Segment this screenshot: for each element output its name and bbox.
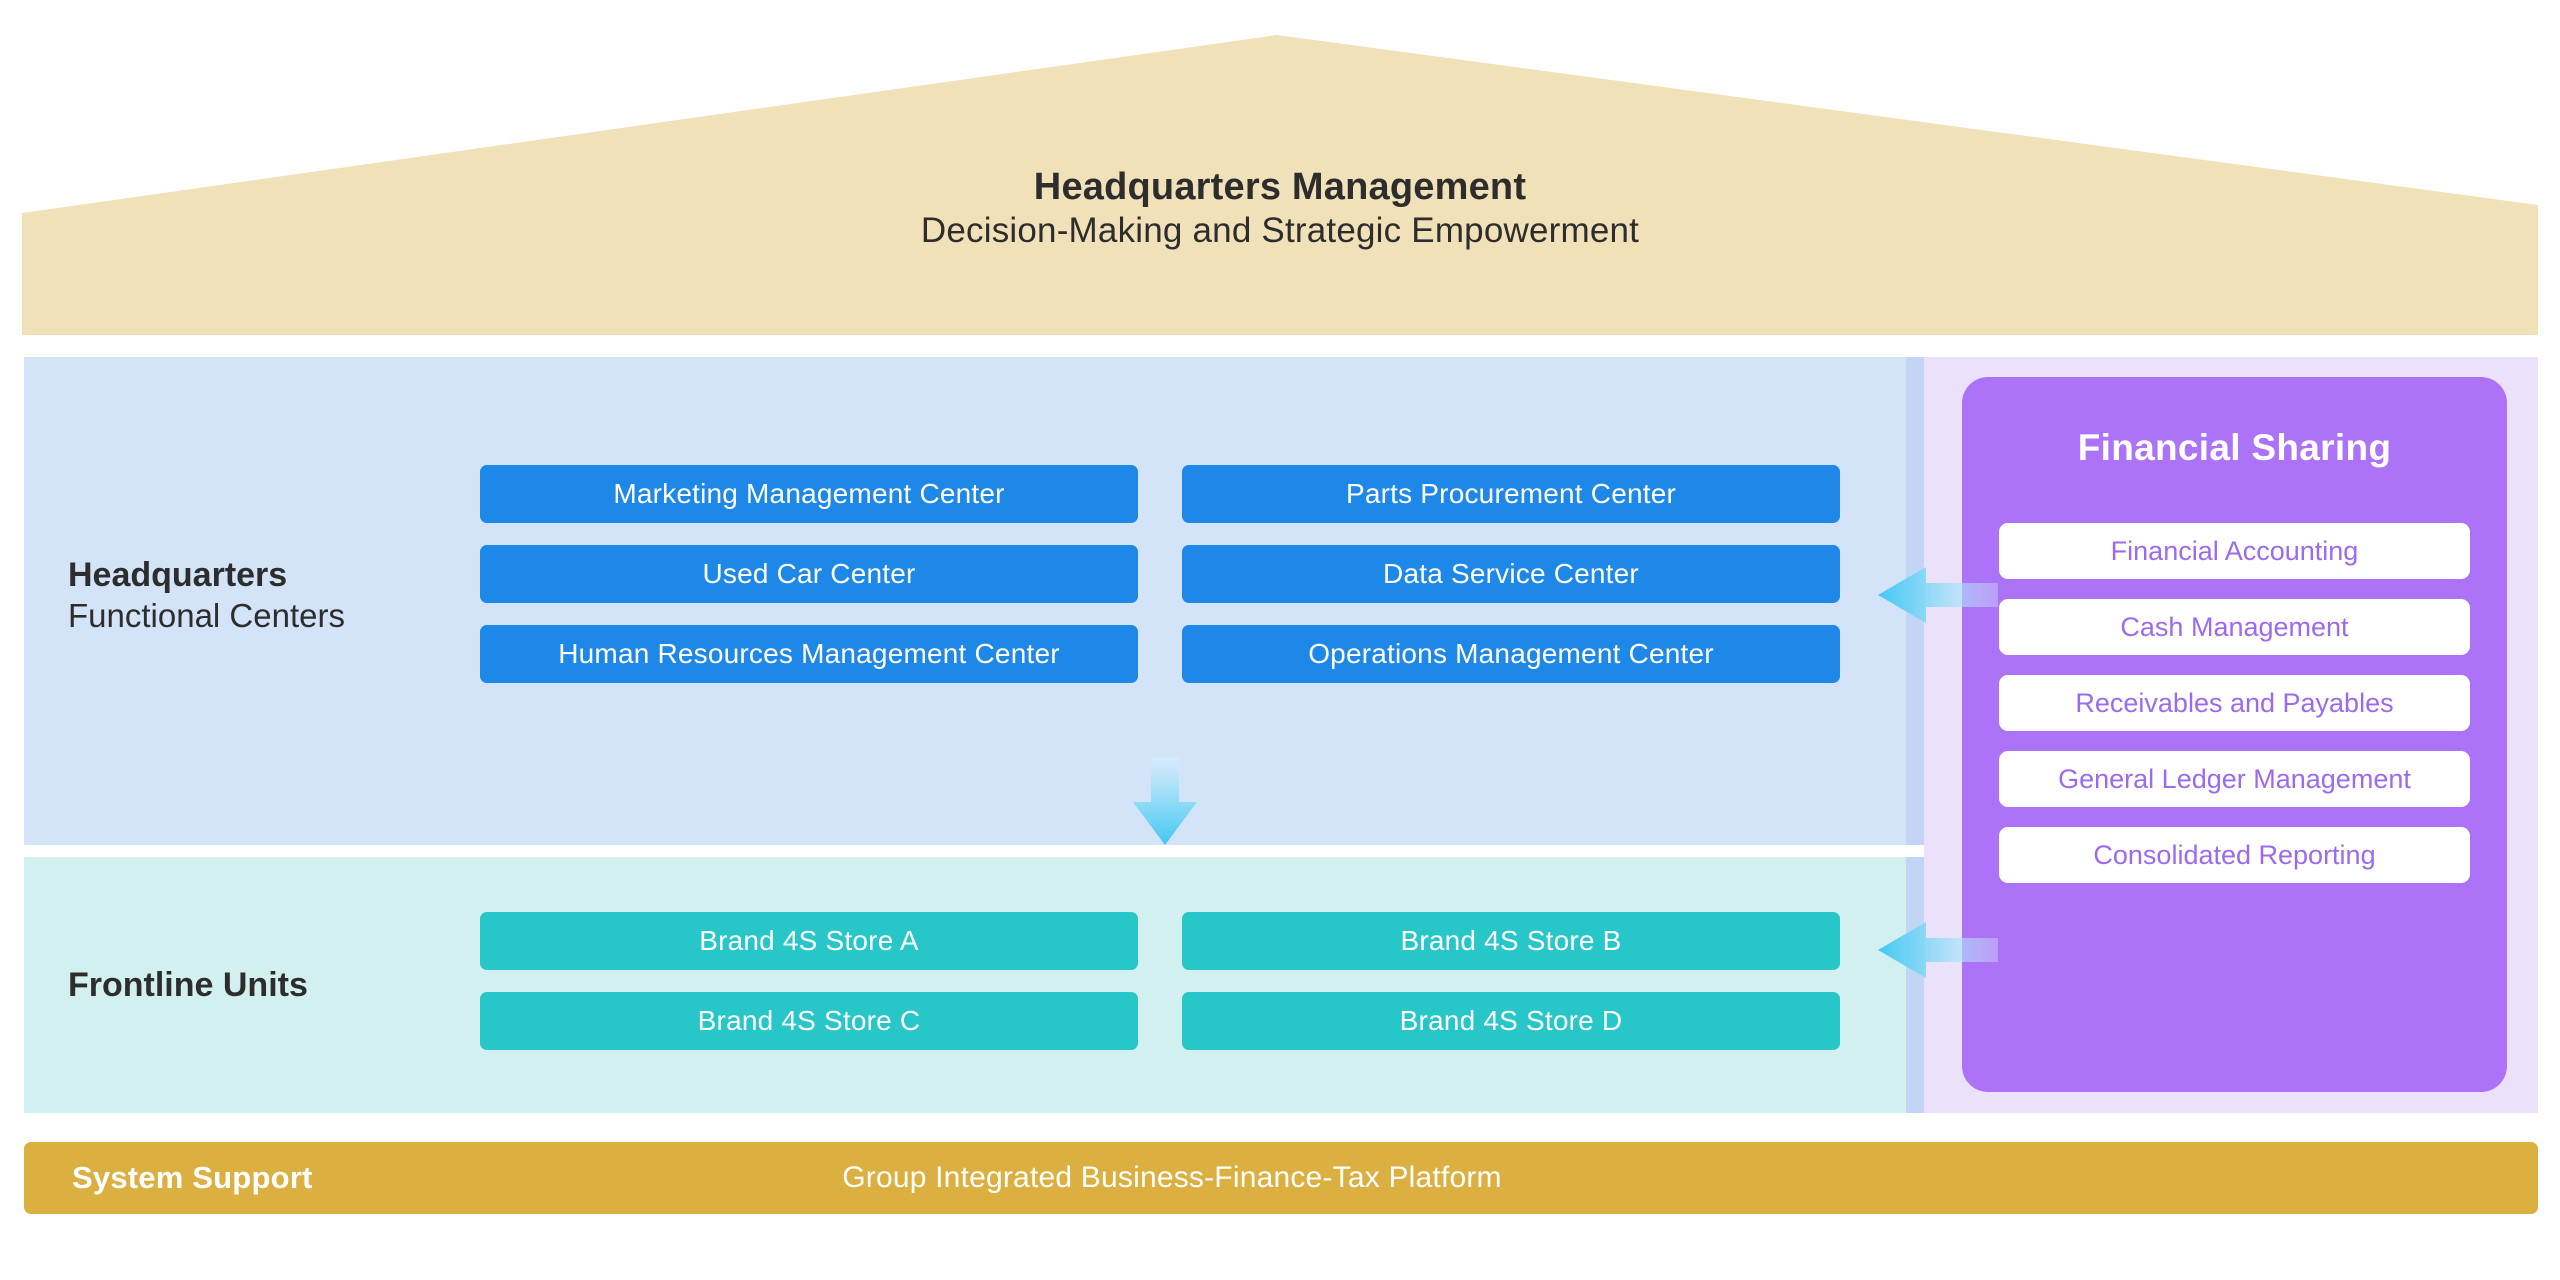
frontline-panel (24, 857, 1920, 1113)
fin-item-consolidated-reporting[interactable]: Consolidated Reporting (1999, 827, 2470, 883)
frontline-store-c[interactable]: Brand 4S Store C (480, 992, 1138, 1050)
headquarters-label-line2: Functional Centers (68, 597, 345, 635)
hq-center-used-car[interactable]: Used Car Center (480, 545, 1138, 603)
frontline-store-grid: Brand 4S Store A Brand 4S Store B Brand … (480, 912, 1840, 1050)
financial-sharing-list: Financial Accounting Cash Management Rec… (1999, 523, 2470, 883)
fin-item-financial-accounting[interactable]: Financial Accounting (1999, 523, 2470, 579)
frontline-store-d[interactable]: Brand 4S Store D (1182, 992, 1840, 1050)
roof-shape (22, 35, 2538, 335)
frontline-store-b[interactable]: Brand 4S Store B (1182, 912, 1840, 970)
hq-center-operations-management[interactable]: Operations Management Center (1182, 625, 1840, 683)
fin-item-cash-management[interactable]: Cash Management (1999, 599, 2470, 655)
hq-center-marketing-management[interactable]: Marketing Management Center (480, 465, 1138, 523)
financial-to-frontline-arrow-icon (1878, 922, 1998, 978)
headquarters-roof: Headquarters Management Decision-Making … (0, 0, 2560, 340)
fin-item-general-ledger-management[interactable]: General Ledger Management (1999, 751, 2470, 807)
headquarters-center-grid: Marketing Management Center Parts Procur… (480, 465, 1840, 683)
hq-center-parts-procurement[interactable]: Parts Procurement Center (1182, 465, 1840, 523)
system-support-bar: Group Integrated Business-Finance-Tax Pl… (24, 1142, 2538, 1214)
financial-sharing-title: Financial Sharing (2077, 427, 2392, 468)
fin-item-receivables-and-payables[interactable]: Receivables and Payables (1999, 675, 2470, 731)
headquarters-label-line1: Headquarters (68, 556, 288, 594)
hq-center-human-resources[interactable]: Human Resources Management Center (480, 625, 1138, 683)
financial-to-headquarters-arrow-icon (1878, 567, 1998, 623)
panel-divider-strip-bottom (1906, 857, 1924, 1113)
frontline-store-a[interactable]: Brand 4S Store A (480, 912, 1138, 970)
system-support-title: System Support (72, 1160, 313, 1195)
hq-center-data-service[interactable]: Data Service Center (1182, 545, 1840, 603)
frontline-section-label: Frontline Units (68, 966, 308, 1004)
system-support-subtitle: Group Integrated Business-Finance-Tax Pl… (842, 1161, 1502, 1194)
downward-flow-arrow-icon (1133, 757, 1197, 845)
financial-sharing-card: Financial Sharing Financial Accounting C… (1962, 377, 2507, 1092)
headquarters-section-label: Headquarters Functional Centers (68, 555, 458, 637)
